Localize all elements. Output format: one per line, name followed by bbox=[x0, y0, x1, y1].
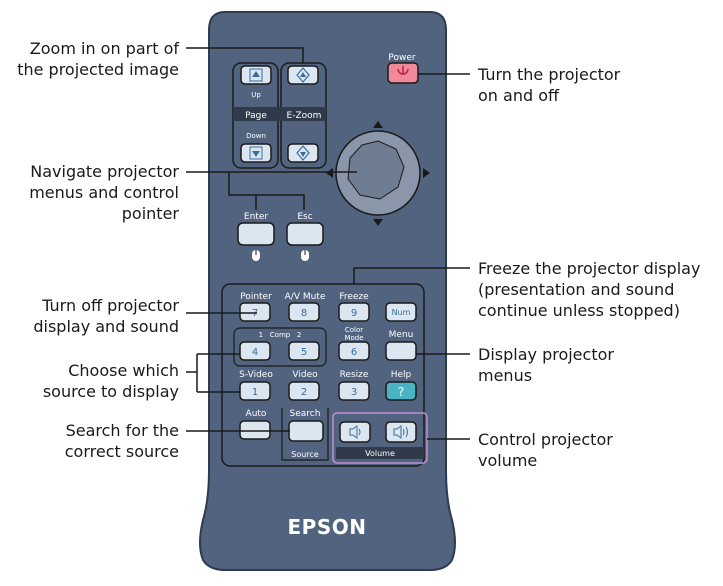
key-6-label: 6 bbox=[351, 347, 357, 358]
speaker-high-icon bbox=[393, 425, 408, 439]
resize-label: Resize bbox=[340, 370, 369, 380]
help-label: Help bbox=[391, 370, 412, 380]
source-label: Source bbox=[291, 450, 319, 459]
key-8-button[interactable] bbox=[288, 302, 320, 322]
page-down-button[interactable] bbox=[240, 143, 272, 163]
esc-label: Esc bbox=[297, 212, 312, 222]
callout-freeze: Freeze the projector display (presentati… bbox=[478, 259, 701, 320]
enter-button[interactable] bbox=[237, 222, 275, 246]
page-label: Page bbox=[245, 111, 267, 121]
num-label: Num bbox=[392, 308, 411, 317]
arrow-right-triangle-icon bbox=[423, 168, 430, 178]
power-icon bbox=[397, 66, 409, 75]
enter-label: Enter bbox=[244, 212, 268, 222]
zoom-out-icon bbox=[296, 145, 310, 161]
pointer-pad[interactable] bbox=[335, 130, 421, 216]
power-label: Power bbox=[388, 53, 416, 63]
up-label: Up bbox=[251, 91, 261, 99]
volume-group-frame bbox=[332, 412, 428, 464]
avmute-label: A/V Mute bbox=[285, 292, 326, 302]
epson-logo: EPSON bbox=[288, 515, 367, 539]
page-ezoom-label-bar bbox=[233, 107, 326, 121]
key-1-button[interactable] bbox=[239, 381, 271, 401]
numpad-frame bbox=[221, 283, 425, 467]
auto-label: Auto bbox=[246, 409, 267, 419]
key-4-label: 4 bbox=[252, 347, 258, 358]
ezoom-label: E-Zoom bbox=[287, 111, 322, 121]
help-key-label: ? bbox=[398, 385, 404, 399]
key-8-label: 8 bbox=[301, 308, 307, 319]
comp-label: 1 Comp 2 bbox=[259, 331, 302, 339]
callout-menus: Display projector menus bbox=[478, 345, 614, 385]
leader-choose-source bbox=[186, 353, 240, 393]
down-label: Down bbox=[246, 132, 266, 140]
menu-label: Menu bbox=[389, 330, 414, 340]
leader-freeze bbox=[353, 267, 470, 284]
search-button[interactable] bbox=[288, 420, 324, 442]
search-label: Search bbox=[290, 409, 321, 419]
mouse-right-icon bbox=[301, 250, 309, 261]
key-4-button[interactable] bbox=[239, 341, 271, 361]
callout-choose-source: Choose which source to display bbox=[42, 361, 179, 401]
page-up-button[interactable] bbox=[240, 65, 272, 85]
callout-zoom: Zoom in on part of the projected image bbox=[17, 39, 179, 79]
key-9-button[interactable] bbox=[338, 302, 370, 322]
volume-label-bar bbox=[336, 447, 424, 459]
ezoom-plus-button[interactable] bbox=[287, 65, 319, 85]
callout-power: Turn the projector on and off bbox=[478, 65, 621, 105]
colormode-label-2: Mode bbox=[344, 334, 363, 342]
svideo-label: S-Video bbox=[239, 370, 273, 380]
colormode-label-1: Color bbox=[345, 326, 363, 334]
pointer-label: Pointer bbox=[240, 292, 272, 302]
help-button[interactable] bbox=[385, 381, 417, 401]
key-5-label: 5 bbox=[301, 347, 307, 358]
auto-button[interactable] bbox=[239, 420, 271, 440]
key-1-label: 1 bbox=[252, 387, 258, 398]
callout-navigate: Navigate projector menus and control poi… bbox=[29, 162, 179, 223]
arrow-left-triangle-icon bbox=[326, 168, 333, 178]
mouse-left-icon bbox=[252, 250, 260, 261]
speaker-low-icon bbox=[349, 425, 361, 439]
callout-search-source: Search for the correct source bbox=[64, 421, 179, 461]
key-5-button[interactable] bbox=[288, 341, 320, 361]
arrow-up-icon bbox=[249, 68, 263, 82]
arrow-up-triangle-icon bbox=[373, 121, 383, 128]
esc-button[interactable] bbox=[286, 222, 324, 246]
arrow-down-triangle-icon bbox=[373, 219, 383, 226]
num-button[interactable] bbox=[385, 302, 417, 322]
key-2-button[interactable] bbox=[288, 381, 320, 401]
remote-body bbox=[199, 11, 456, 571]
key-3-button[interactable] bbox=[338, 381, 370, 401]
ezoom-minus-button[interactable] bbox=[287, 143, 319, 163]
source-group-frame bbox=[281, 408, 329, 461]
key-9-label: 9 bbox=[351, 308, 357, 319]
freeze-label: Freeze bbox=[339, 292, 369, 302]
arrow-down-icon bbox=[249, 146, 263, 160]
key-6-button[interactable] bbox=[338, 341, 370, 361]
leader-lines bbox=[186, 47, 470, 440]
callout-volume: Control projector volume bbox=[478, 430, 613, 470]
comp-group-frame bbox=[233, 327, 327, 367]
key-3-label: 3 bbox=[351, 387, 357, 398]
leader-zoom bbox=[186, 47, 304, 63]
key-7-button[interactable] bbox=[239, 302, 271, 322]
volume-label: Volume bbox=[365, 449, 395, 458]
zoom-in-icon bbox=[296, 67, 310, 83]
volume-up-button[interactable] bbox=[385, 421, 417, 443]
video-label: Video bbox=[292, 370, 318, 380]
leader-navigate-branch bbox=[228, 172, 305, 210]
callout-turn-off: Turn off projector display and sound bbox=[33, 296, 179, 336]
key-2-label: 2 bbox=[301, 387, 307, 398]
power-button[interactable] bbox=[387, 62, 419, 84]
volume-down-button[interactable] bbox=[339, 421, 371, 443]
menu-button[interactable] bbox=[385, 341, 417, 361]
